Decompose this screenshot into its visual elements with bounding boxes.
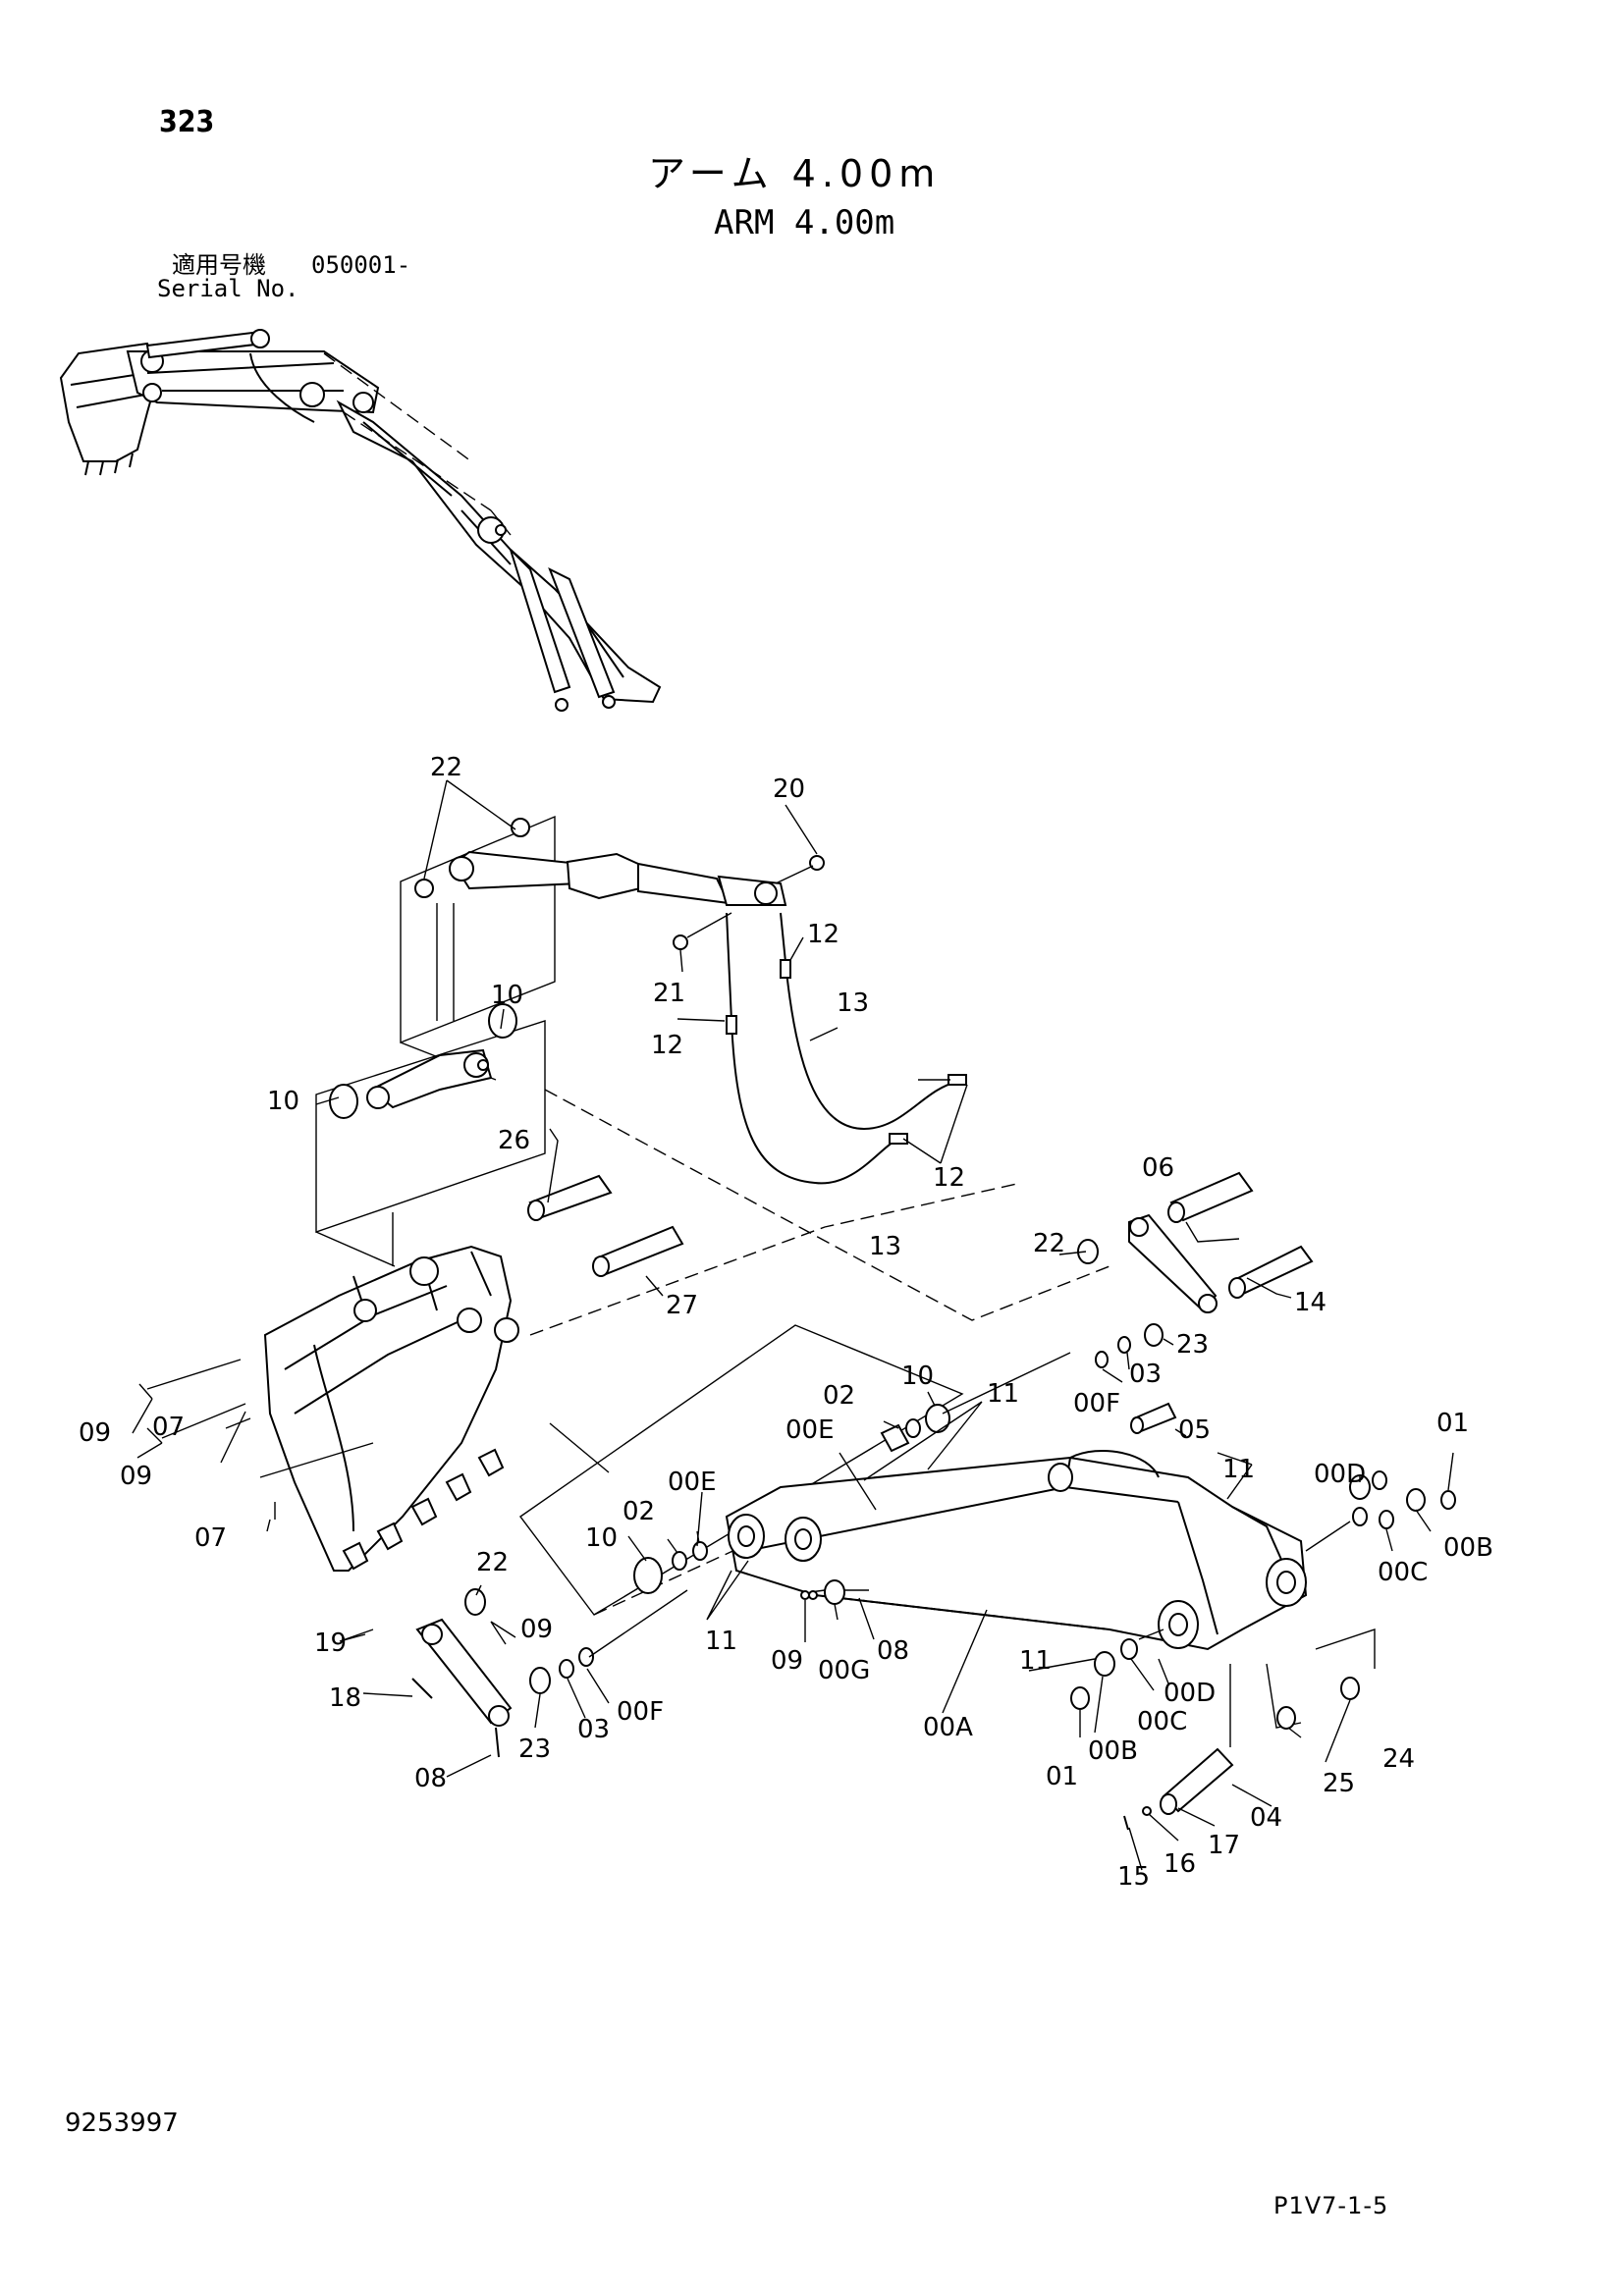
callout-label: 21 bbox=[653, 979, 685, 1008]
callout-labels: 22 20 12 21 12 13 10 10 26 12 13 06 22 2… bbox=[79, 753, 1493, 1892]
callout-label: 09 bbox=[120, 1462, 152, 1491]
callout-label: 23 bbox=[518, 1735, 551, 1764]
callout-label: 10 bbox=[267, 1087, 299, 1116]
callout-label: 10 bbox=[491, 981, 523, 1010]
callout-label: 11 bbox=[1019, 1646, 1052, 1676]
callout-label: 00G bbox=[818, 1656, 870, 1685]
callout-label: 08 bbox=[414, 1764, 447, 1793]
callout-label: 15 bbox=[1117, 1862, 1150, 1892]
callout-label: 00B bbox=[1443, 1533, 1493, 1563]
callout-label: 11 bbox=[705, 1627, 737, 1656]
callout-label: 13 bbox=[869, 1232, 901, 1261]
callout-label: 00C bbox=[1137, 1707, 1187, 1736]
callout-label: 27 bbox=[666, 1291, 698, 1320]
callout-label: 10 bbox=[585, 1523, 618, 1553]
callout-label: 12 bbox=[807, 920, 839, 949]
callout-label: 18 bbox=[329, 1683, 361, 1713]
callout-label: 14 bbox=[1294, 1288, 1326, 1317]
callout-label: 00F bbox=[617, 1697, 664, 1727]
callout-label: 09 bbox=[771, 1646, 803, 1676]
callout-label: 10 bbox=[901, 1362, 934, 1391]
callout-label: 12 bbox=[933, 1163, 965, 1193]
link-assembly bbox=[315, 903, 684, 1277]
page-number: 323 bbox=[159, 105, 215, 139]
callout-label: 25 bbox=[1323, 1769, 1355, 1798]
callout-label: 06 bbox=[1142, 1153, 1174, 1183]
callout-label: 03 bbox=[577, 1715, 610, 1744]
callout-label: 00E bbox=[668, 1468, 717, 1497]
document-number: 9253997 bbox=[65, 2109, 179, 2138]
callout-label: 02 bbox=[823, 1381, 855, 1411]
title-japanese: アーム 4.00m bbox=[648, 152, 942, 195]
callout-leader-lines bbox=[132, 779, 1454, 1871]
callout-label: 09 bbox=[520, 1615, 553, 1644]
callout-label: 00D bbox=[1164, 1679, 1216, 1708]
callout-label: 07 bbox=[152, 1413, 185, 1442]
serial-label-english: Serial No. bbox=[157, 275, 299, 302]
callout-label: 05 bbox=[1178, 1415, 1211, 1445]
callout-label: 01 bbox=[1046, 1762, 1078, 1791]
callout-label: 22 bbox=[476, 1548, 509, 1577]
callout-label: 09 bbox=[79, 1418, 111, 1448]
callout-label: 16 bbox=[1164, 1849, 1196, 1879]
callout-label: 23 bbox=[1176, 1330, 1209, 1360]
callout-label: 02 bbox=[623, 1497, 655, 1526]
callout-label: 19 bbox=[314, 1629, 347, 1658]
callout-label: 00C bbox=[1378, 1558, 1428, 1587]
bucket-cylinder-assembly bbox=[400, 815, 968, 1185]
page-code: P1V7-1-5 bbox=[1273, 2192, 1389, 2219]
callout-label: 22 bbox=[430, 753, 462, 782]
callout-label: 17 bbox=[1208, 1831, 1240, 1860]
serial-range: 050001- bbox=[311, 251, 411, 279]
callout-label: 11 bbox=[987, 1379, 1019, 1409]
callout-label: 00B bbox=[1088, 1736, 1138, 1766]
arm-body-illustration bbox=[411, 1171, 1456, 1831]
callout-label: 11 bbox=[1222, 1455, 1255, 1484]
excavator-overview-illustration bbox=[59, 329, 662, 712]
callout-label: 12 bbox=[651, 1031, 683, 1060]
title-english: ARM 4.00m bbox=[714, 203, 895, 242]
callout-label: 08 bbox=[877, 1636, 909, 1666]
bucket-illustration bbox=[146, 1245, 519, 1572]
callout-label: 13 bbox=[837, 988, 869, 1018]
callout-label: 00E bbox=[785, 1415, 835, 1445]
callout-label: 20 bbox=[773, 774, 805, 804]
callout-label: 22 bbox=[1033, 1229, 1065, 1258]
callout-label: 24 bbox=[1382, 1744, 1415, 1774]
callout-label: 00D bbox=[1314, 1460, 1366, 1489]
callout-label: 04 bbox=[1250, 1803, 1282, 1833]
callout-label: 07 bbox=[194, 1523, 227, 1553]
callout-label: 26 bbox=[498, 1126, 530, 1155]
serial-label-japanese: 適用号機 bbox=[172, 251, 266, 279]
callout-label: 01 bbox=[1436, 1409, 1469, 1438]
callout-label: 00F bbox=[1073, 1389, 1120, 1418]
callout-label: 03 bbox=[1129, 1360, 1162, 1389]
callout-label: 00A bbox=[923, 1713, 973, 1742]
